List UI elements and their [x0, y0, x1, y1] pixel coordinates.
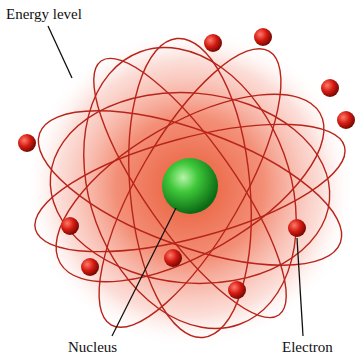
leader-lines [48, 26, 303, 336]
electron-cloud [25, 28, 355, 348]
nucleus-sphere [162, 158, 218, 214]
nucleus-label: Nucleus [68, 339, 117, 356]
electrons [18, 28, 355, 299]
energy-level-label: Energy level [6, 6, 82, 23]
orbits [20, 18, 360, 359]
electron-label: Electron [282, 339, 333, 356]
